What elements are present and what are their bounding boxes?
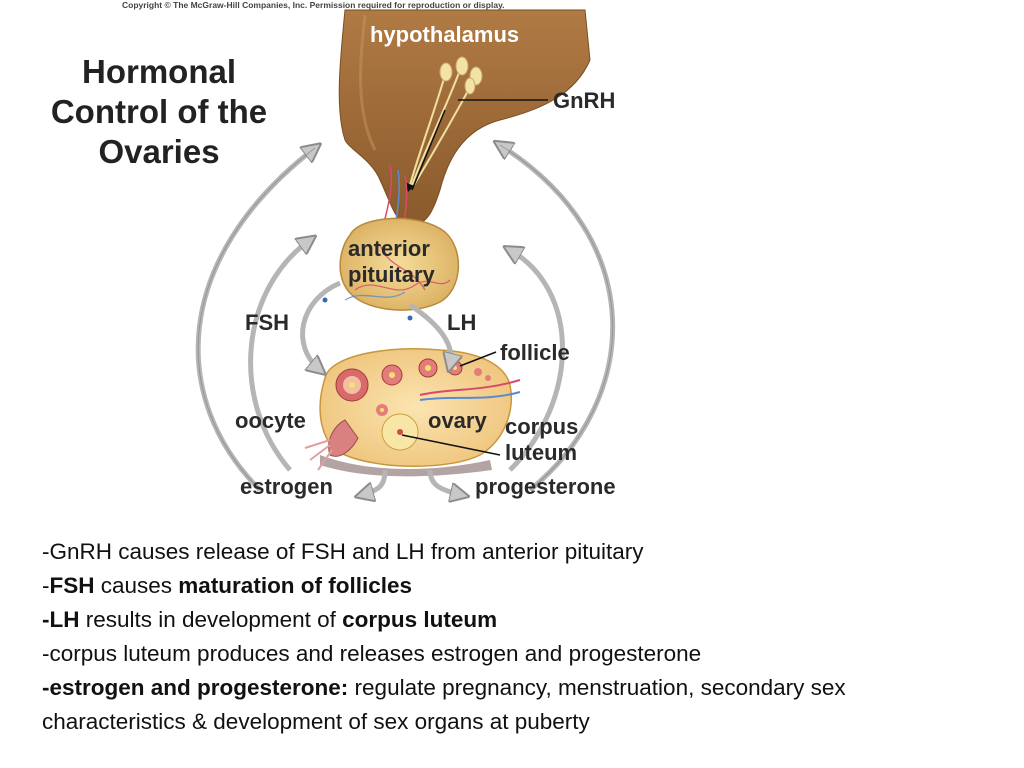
label-corpus: corpus	[505, 414, 578, 439]
copyright-notice: Copyright © The McGraw-Hill Companies, I…	[122, 0, 505, 10]
label-oocyte: oocyte	[235, 408, 306, 433]
bullet-1: -GnRH causes release of FSH and LH from …	[42, 539, 644, 564]
label-lh: LH	[447, 310, 476, 335]
lh-arrow	[408, 302, 451, 365]
bullet-6: characteristics & development of sex org…	[42, 709, 590, 734]
diagram-title: Hormonal Control of the Ovaries	[50, 53, 268, 170]
label-gnrh: GnRH	[553, 88, 615, 113]
progesterone-release-arrow	[427, 469, 462, 495]
label-estrogen: estrogen	[240, 474, 333, 499]
label-ovary: ovary	[428, 408, 487, 433]
label-progesterone: progesterone	[475, 474, 616, 499]
bullet-2: -FSH causes maturation of follicles	[42, 573, 413, 598]
label-anterior: anterior	[348, 236, 430, 261]
label-fsh: FSH	[245, 310, 289, 335]
fsh-arrow	[300, 280, 342, 370]
label-luteum: luteum	[505, 440, 577, 465]
anterior-pituitary-shape	[339, 217, 459, 311]
progesterone-feedback-inner	[510, 250, 565, 472]
label-hypothalamus: hypothalamus	[370, 22, 519, 47]
bullet-4: -corpus luteum produces and releases est…	[42, 641, 702, 666]
label-pituitary: pituitary	[348, 262, 436, 287]
explanation-text: -GnRH causes release of FSH and LH from …	[42, 535, 1002, 739]
estrogen-release-arrow	[362, 469, 388, 495]
bullet-5: -estrogen and progesterone: regulate pre…	[42, 675, 846, 700]
label-follicle: follicle	[500, 340, 570, 365]
estrogen-feedback-inner	[248, 240, 310, 472]
ovary-hormone-diagram: hypothalamus GnRH anterior pituitary FSH…	[195, 9, 616, 520]
bullet-3: -LH results in development of corpus lut…	[42, 607, 498, 632]
